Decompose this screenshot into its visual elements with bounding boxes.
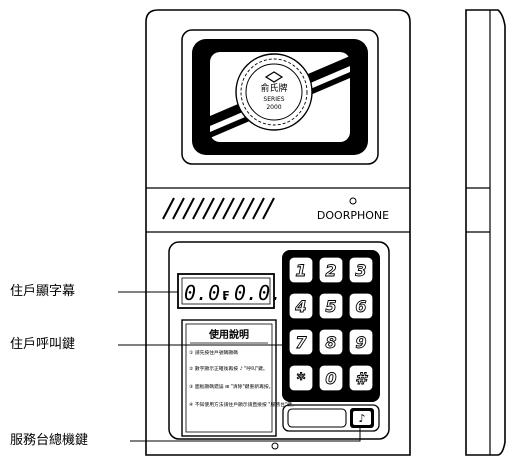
instruction-item-4: ④ 不知使用方法請住戶顯示請直接按 "服務台"鍵。 [189,401,297,408]
keypad-key-6[interactable]: 6 [348,292,374,320]
camera-window [181,29,379,165]
keypad-key-7[interactable]: 7 [288,328,314,356]
instruction-item-1: ① 請先按住戶號碼顯碼 [189,349,238,356]
side-view [465,9,506,456]
display-left-digits: 0.0. [184,281,232,305]
call-key-callout-label: 住戶呼叫鍵 [10,337,76,352]
instruction-item-3: ③ 面板顯碼錯誤 ⊞ "清除"鍵重新再按。 [189,383,273,390]
display-right-digits: 0.0. [234,281,282,305]
svg-text:8: 8 [325,333,336,352]
svg-text:4: 4 [294,297,306,316]
keypad-key-5[interactable]: 5 [318,292,344,320]
svg-text:0: 0 [325,369,336,388]
svg-text:1: 1 [295,261,306,280]
service-key-symbol: ♪ [358,412,365,425]
series-line-1: SERIES [263,96,284,103]
keypad-frame [282,250,380,402]
svg-text:*: * [297,369,306,388]
keypad-key-hash[interactable]: # [348,364,374,392]
speaker-grille [146,187,410,233]
service-key-callout-line [130,428,361,442]
keypad-key-2[interactable]: 2 [318,256,344,284]
keypad-key-8[interactable]: 8 [318,328,344,356]
keypad-key-1[interactable]: 1 [288,256,314,284]
product-label: DOORPHONE [317,209,389,222]
svg-text:2: 2 [325,261,336,280]
keypad-key-4[interactable]: 4 [288,292,314,320]
keypad-key-star[interactable]: * [288,364,314,392]
keypad-key-0[interactable]: 0 [318,364,344,392]
svg-text:6: 6 [355,297,366,316]
brand-logo-text: 俞氏牌 [260,82,287,94]
display-callout-label: 住戶顯字幕 [10,284,76,299]
series-line-2: 2000 [266,104,281,111]
svg-text:7: 7 [295,333,307,352]
keypad-key-3[interactable]: 3 [348,256,374,284]
instruction-item-2: ② 數字顯示正確後再按 ♪ "呼叫"鍵。 [189,365,268,372]
svg-text:5: 5 [325,297,336,316]
display-middle: F [222,289,230,302]
svg-text:3: 3 [355,261,366,280]
service-key-slot [287,408,347,428]
service-key-callout-label: 服務台總機鍵 [10,433,89,448]
svg-text:9: 9 [355,333,366,352]
svg-text:#: # [355,369,368,388]
keypad-key-9[interactable]: 9 [348,328,374,356]
instruction-title: 使用說明 [208,328,249,341]
